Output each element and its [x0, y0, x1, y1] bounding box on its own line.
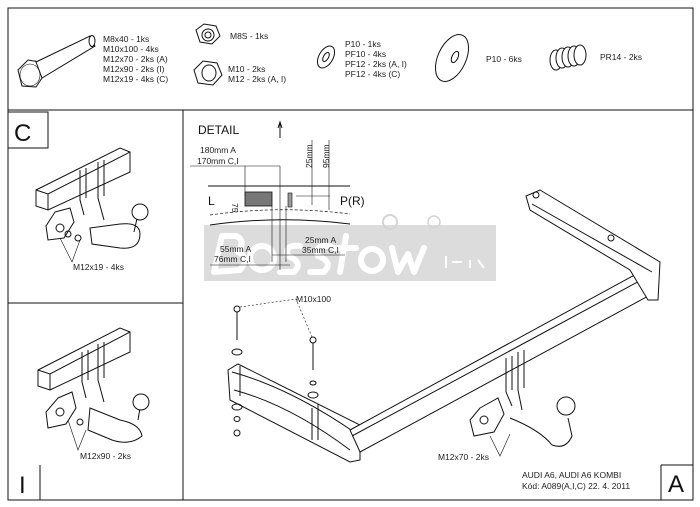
drawing-code: Kód: A089(A,I,C) 22. 4. 2011 [522, 481, 630, 491]
callout-label: M12x19 - 4ks [73, 262, 124, 272]
dimension-label: 35mm C,I [302, 245, 339, 255]
towbar-hitch-i-illustration [37, 327, 150, 451]
towbar-hitch-c-illustration [35, 147, 149, 263]
vehicle-model: AUDI A6, AUDI A6 KOMBI [522, 470, 621, 480]
hatched-plate [244, 191, 273, 207]
dimension-label: 55mm A [220, 244, 252, 254]
washer-icon [316, 45, 336, 69]
dimension-label: 95mm [321, 144, 331, 168]
bosstow-watermark-logo [204, 214, 496, 281]
spring-washer-icon [549, 44, 587, 71]
part-label: M12x19 - 4ks (C) [103, 74, 168, 84]
dimension-label: 76mm C,I [214, 254, 251, 264]
callout-label: M10x100 [296, 294, 331, 304]
part-label: M8S - 1ks [230, 31, 268, 41]
drawing-frame [7, 7, 694, 501]
panel-label-i: I [19, 472, 26, 499]
arrow-icon [277, 120, 283, 138]
dimension-label: 25mm A [305, 235, 337, 245]
dimension-label: 170mm C,I [197, 156, 239, 166]
dimension-label: 25mm [304, 144, 314, 168]
callout-label: M12x90 - 2ks [80, 451, 131, 461]
part-label: M12 - 2ks (A, I) [228, 74, 286, 84]
part-label: PF12 - 4ks (C) [345, 69, 400, 79]
part-label: PR14 - 2ks [600, 52, 642, 62]
bolt-icon [17, 35, 96, 88]
part-label: M8x40 - 1ks [103, 34, 149, 44]
dimension-label: 75 [230, 203, 240, 213]
left-side-label: L [208, 194, 215, 208]
detail-title: DETAIL [198, 123, 239, 137]
part-label: M10 - 2ks [228, 64, 265, 74]
panel-label-a: A [668, 471, 684, 498]
panel-label-c: C [14, 120, 31, 147]
panel-label-box [7, 111, 49, 149]
part-label: M10x100 - 4ks [103, 44, 159, 54]
dimension-label: 180mm A [200, 145, 236, 155]
hex-nut-icon [193, 60, 223, 86]
part-label: PF12 - 2ks (A, I) [345, 59, 407, 69]
callout-label: M12x70 - 2ks [438, 452, 489, 462]
part-label: M12x90 - 2ks (I) [103, 64, 165, 74]
large-washer-icon [434, 34, 470, 82]
right-side-label: P(R) [340, 194, 365, 208]
bolt-list: M8x40 - 1ks M10x100 - 4ks M12x70 - 2ks (… [103, 34, 168, 84]
part-label: PF10 - 4ks [345, 49, 386, 59]
lock-nut-icon [195, 23, 221, 45]
part-label: P10 - 6ks [486, 54, 522, 64]
towbar-crossbeam-illustration [227, 189, 661, 463]
part-label: M12x70 - 2ks (A) [103, 54, 168, 64]
part-label: P10 - 1ks [345, 39, 381, 49]
